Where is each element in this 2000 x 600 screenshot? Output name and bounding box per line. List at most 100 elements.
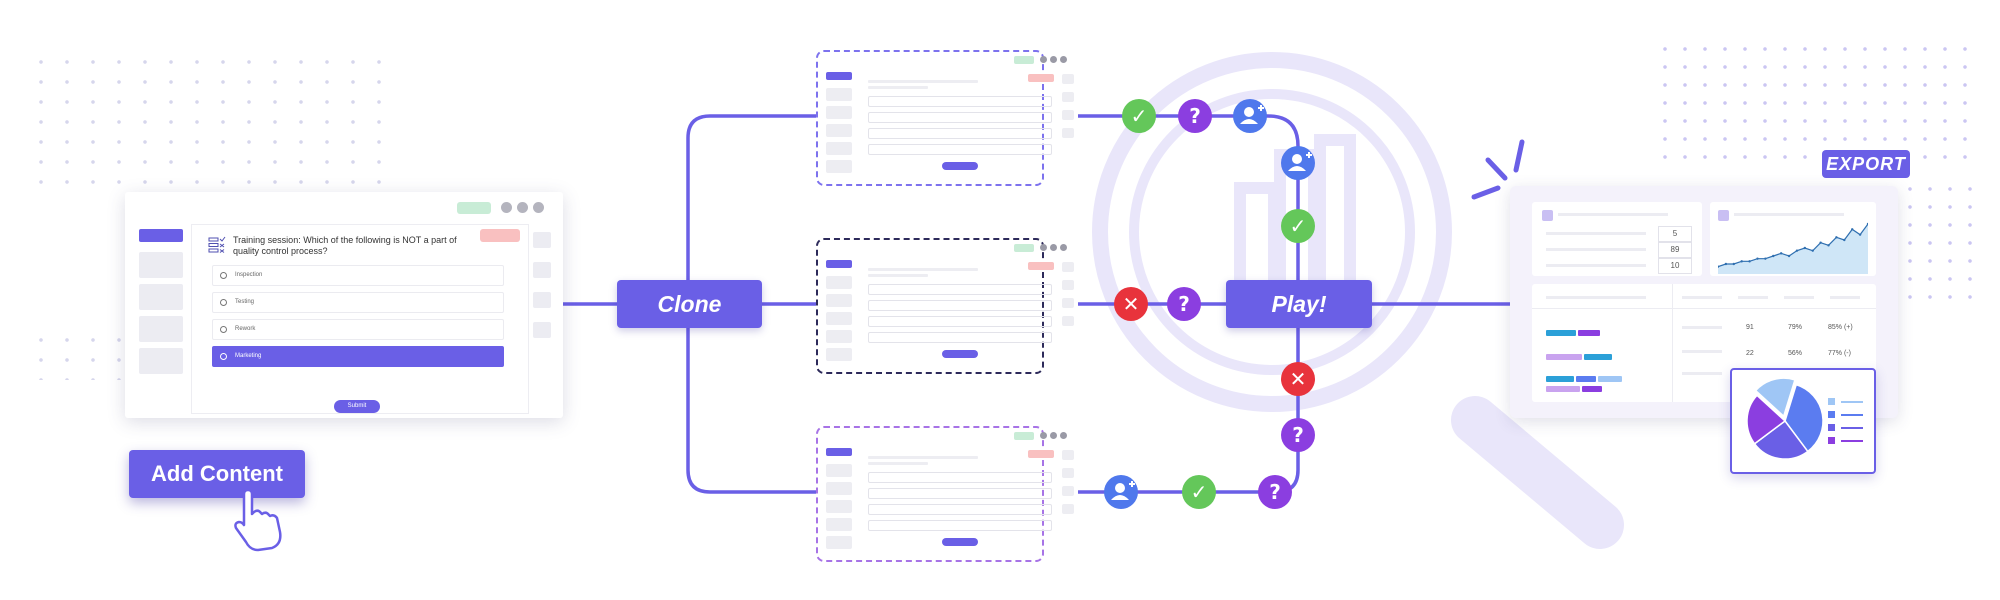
table-bar (1546, 376, 1574, 382)
clone-window-top[interactable] (816, 50, 1074, 186)
text-line (1734, 213, 1844, 216)
window-dot-icon (1040, 432, 1047, 439)
side-tab[interactable] (533, 322, 551, 338)
side-tab (1062, 504, 1074, 514)
sidebar-item[interactable] (139, 348, 183, 374)
add-content-button[interactable]: Add Content (129, 450, 305, 498)
table-cell: 91 (1746, 324, 1754, 331)
play-button[interactable]: Play! (1226, 280, 1372, 328)
legend-line (1841, 426, 1863, 429)
answer-option[interactable]: Inspection (212, 265, 504, 286)
sidebar-item[interactable] (139, 316, 183, 342)
trend-area (1718, 224, 1868, 274)
window-controls (1040, 56, 1067, 63)
submit-button (942, 162, 978, 170)
trend-point (1740, 260, 1743, 263)
radio-button[interactable] (220, 326, 227, 333)
trend-point (1724, 262, 1728, 266)
legend-item (1828, 424, 1863, 431)
trend-point (1718, 265, 1720, 268)
answer-option[interactable]: Rework (212, 319, 504, 340)
pie-slice (1784, 383, 1824, 453)
side-tab (1062, 110, 1074, 120)
clone-button[interactable]: Clone (617, 280, 762, 328)
trend-point (1819, 241, 1822, 244)
clone-window-bottom[interactable] (816, 426, 1074, 562)
option-row (868, 300, 1052, 311)
table-bar (1576, 376, 1596, 382)
sidebar-item (826, 106, 852, 119)
panel-icon (1718, 210, 1729, 221)
option-row (868, 284, 1052, 295)
sidebar-item (826, 348, 852, 361)
window-dot-icon (1050, 56, 1057, 63)
trend-point (1835, 236, 1838, 239)
cross-icon: ✕ (1114, 287, 1148, 321)
side-tab[interactable] (533, 232, 551, 248)
question-icon: ? (1258, 475, 1292, 509)
side-tab[interactable] (533, 262, 551, 278)
option-row (868, 144, 1052, 155)
trend-point (1843, 238, 1846, 242)
window-dot-icon (1040, 244, 1047, 251)
text-line (1784, 296, 1814, 299)
trend-point (1866, 222, 1868, 226)
legend-item (1828, 437, 1863, 444)
clone-window-middle[interactable] (816, 238, 1074, 374)
sidebar-item[interactable] (139, 252, 183, 278)
sidebar-item[interactable] (139, 284, 183, 310)
sidebar-item (826, 160, 852, 173)
window-controls (501, 202, 544, 213)
text-line (1682, 350, 1722, 353)
dot-grid-left-lower (28, 330, 138, 380)
text-line (1546, 232, 1646, 235)
pie-slice (1754, 377, 1796, 418)
side-tab (1062, 92, 1074, 102)
text-line (1546, 248, 1646, 251)
sidebar-item (826, 142, 852, 155)
option-label: Inspection (235, 272, 263, 278)
question-text: Training session: Which of the following… (233, 235, 457, 256)
sidebar-active-item (826, 448, 852, 456)
option-label: Marketing (235, 353, 262, 359)
check-icon: ✓ (1182, 475, 1216, 509)
divider (1532, 308, 1876, 309)
sidebar-item (826, 276, 852, 289)
trend-line (1718, 223, 1868, 268)
export-badge[interactable]: EXPORT (1822, 150, 1910, 178)
submit-button[interactable]: Submit (334, 400, 380, 413)
answer-option-selected[interactable]: Marketing (212, 346, 504, 367)
sidebar-item (826, 294, 852, 307)
text-line (868, 462, 928, 465)
radio-button[interactable] (220, 353, 227, 360)
user-add-icon (1233, 99, 1267, 133)
text-line (1738, 296, 1768, 299)
sidebar-active-item[interactable] (139, 229, 183, 242)
dot-grid-right-lower (1900, 180, 1980, 300)
option-label: Testing (235, 299, 255, 305)
radio-button[interactable] (220, 299, 227, 306)
window-dot-icon (1050, 432, 1057, 439)
question-icon: ? (1178, 99, 1212, 133)
summary-value: 10 (1658, 258, 1692, 274)
panel-icon (1542, 210, 1553, 221)
legend-item (1828, 411, 1863, 418)
legend-item (1828, 398, 1863, 405)
window-dot-icon (1060, 56, 1067, 63)
trend-point (1756, 257, 1759, 260)
user-add-icon (1281, 146, 1315, 180)
status-pill (1014, 244, 1034, 252)
sidebar-item (826, 536, 852, 549)
trend-point (1795, 249, 1799, 252)
radio-button[interactable] (220, 272, 227, 279)
text-line (1682, 372, 1722, 375)
option-row (868, 128, 1052, 139)
dot-grid-right (1655, 40, 1975, 170)
summary-value: 5 (1658, 226, 1692, 242)
quiz-window: Training session: Which of the following… (125, 192, 563, 418)
answer-option[interactable]: Testing (212, 292, 504, 313)
table-bar (1546, 330, 1576, 336)
window-dot-icon (501, 202, 512, 213)
legend-swatch (1828, 398, 1835, 405)
side-tab[interactable] (533, 292, 551, 308)
